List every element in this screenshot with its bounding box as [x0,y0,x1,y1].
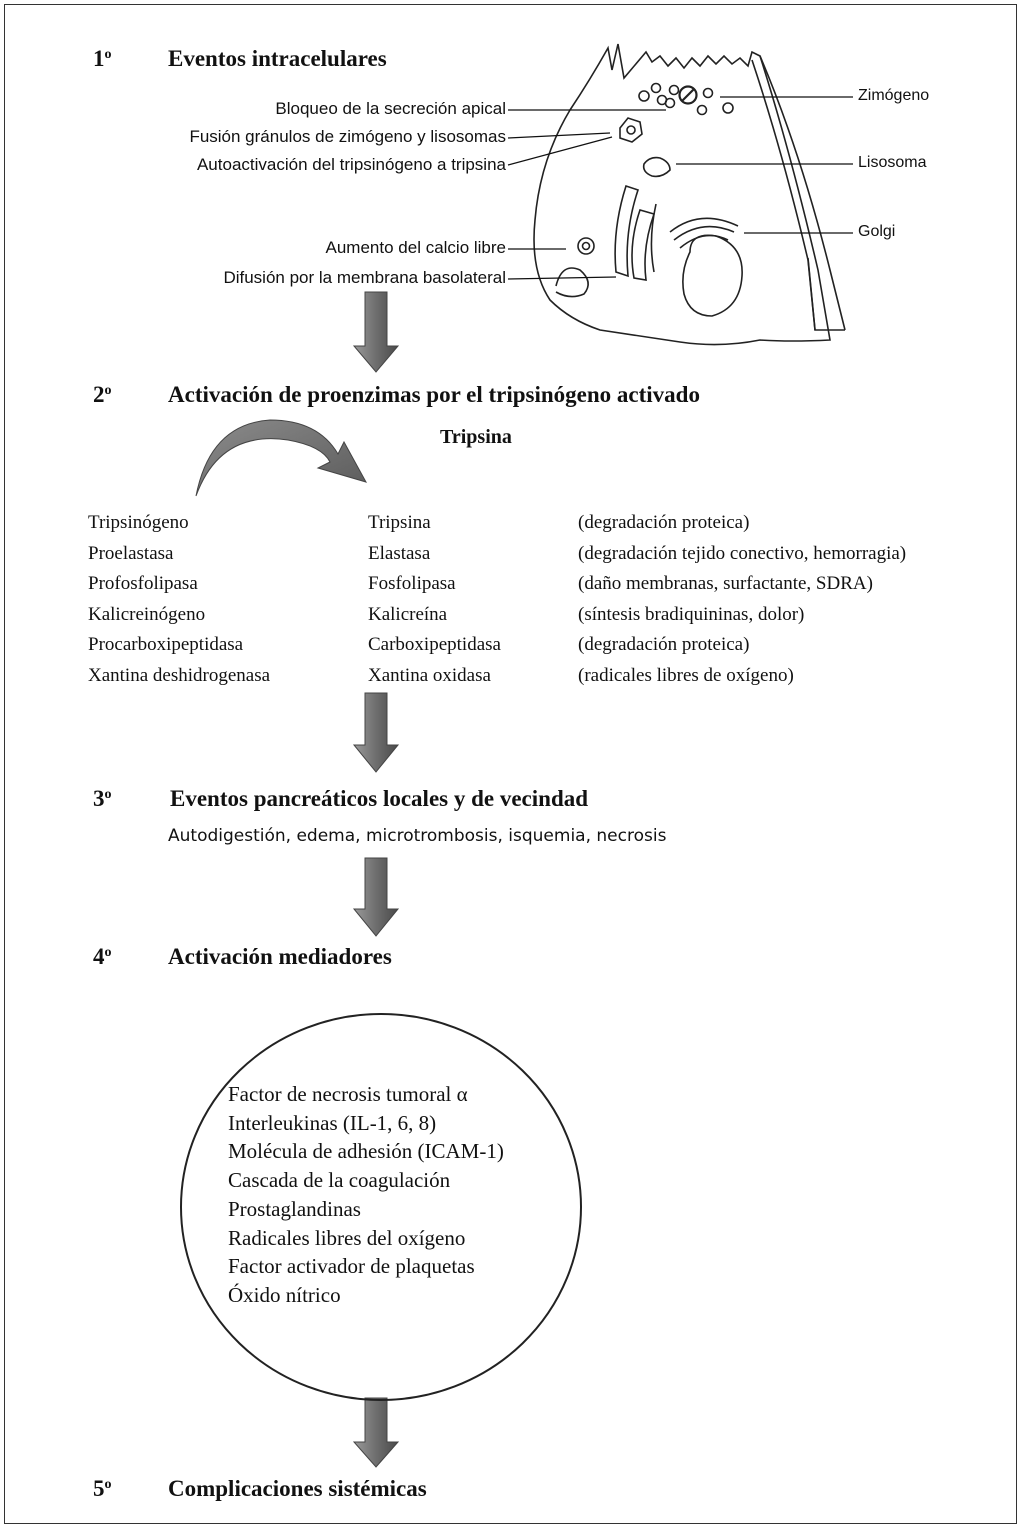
cell-membrane-inner [751,59,816,331]
cell-membrane-outer [759,55,846,331]
organelle-label: Lisosoma [858,154,927,171]
cell-event-label: Bloqueo de la secreción apical [275,99,506,118]
local-events-text: Autodigestión, edema, microtrombosis, is… [168,826,667,846]
step-4-number: 4o [93,944,112,969]
effect-cell: (degradación tejido conectivo, hemorragi… [578,543,907,564]
mediator-item: Prostaglandinas [228,1196,361,1221]
proenzyme-cell: Tripsinógeno [88,512,189,533]
effect-cell: (degradación proteica) [578,634,750,655]
mediator-item: Óxido nítrico [228,1282,341,1307]
effect-cell: (daño membranas, surfactante, SDRA) [578,573,873,594]
activator-label: Tripsina [440,426,512,448]
leader-lines [507,96,853,280]
enzyme-cell: Elastasa [368,543,431,564]
mediator-item: Factor de necrosis tumoral α [228,1082,468,1106]
mediator-item: Factor activador de plaquetas [228,1254,475,1279]
step-5-number: 5o [93,1476,112,1501]
mediator-item: Molécula de adhesión (ICAM-1) [228,1139,504,1164]
step-2-title: Activación de proenzimas por el tripsinó… [168,382,700,407]
mediator-item: Interleukinas (IL-1, 6, 8) [228,1110,437,1135]
enzyme-cell: Tripsina [368,512,431,533]
step-5-title: Complicaciones sistémicas [168,1476,427,1501]
down-arrow-4 [352,1397,400,1468]
proenzyme-cell: Proelastasa [88,543,174,564]
step-3-number: 3o [93,786,112,811]
down-arrow-1 [352,291,400,373]
effect-cell: (radicales libres de oxígeno) [578,665,794,686]
cell-event-label: Fusión gránulos de zimógeno y lisosomas [189,127,506,146]
cell-event-label: Aumento del calcio libre [325,238,506,257]
proenzyme-cell: Procarboxipeptidasa [88,634,244,655]
organelle-label: Zimógeno [858,87,930,104]
mediator-item: Cascada de la coagulación [228,1168,451,1193]
down-arrow-2 [352,692,400,773]
enzyme-cell: Xantina oxidasa [368,665,491,686]
down-arrow-3 [352,857,400,937]
acinar-cell-illustration [533,43,846,346]
organelle-label: Golgi [858,223,896,240]
proenzyme-cell: Profosfolipasa [88,573,198,594]
neighbor-cell-edge [807,257,845,331]
step-1-number: 1o [93,46,112,71]
effect-cell: (síntesis bradiquininas, dolor) [578,604,805,625]
proenzyme-cell: Xantina deshidrogenasa [88,665,271,686]
curved-activation-arrow [195,419,368,497]
mediators-circle [180,1013,582,1401]
enzyme-cell: Fosfolipasa [368,573,456,594]
mediators-list: Factor de necrosis tumoral α Interleukin… [228,1080,504,1310]
step-1-title: Eventos intracelulares [168,46,387,71]
proenzyme-cell: Kalicreinógeno [88,604,206,625]
step-4-title: Activación mediadores [168,944,392,969]
step-3-title: Eventos pancreáticos locales y de vecind… [170,786,589,811]
figure-frame [4,4,1017,1524]
step-2-number: 2o [93,382,112,407]
down-arrows [352,291,400,1468]
enzyme-cell: Carboxipeptidasa [368,634,501,655]
cell-event-label: Autoactivación del tripsinógeno a tripsi… [196,155,506,174]
enzyme-cell: Kalicreína [368,604,448,625]
mediator-item: Radicales libres del oxígeno [228,1225,466,1250]
effect-cell: (degradación proteica) [578,512,750,533]
cell-event-label: Difusión por la membrana basolateral [223,268,506,287]
